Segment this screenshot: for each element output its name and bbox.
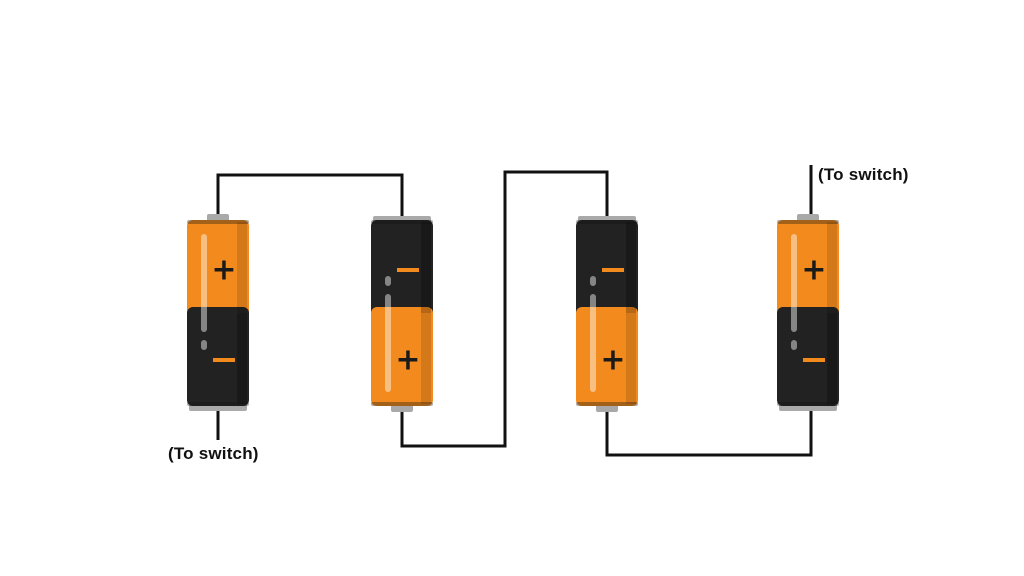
battery-bottom-half: [371, 307, 433, 406]
positive-symbol: +: [211, 253, 236, 288]
positive-symbol: +: [395, 343, 420, 378]
battery-shade-bottom: [626, 313, 636, 404]
battery-highlight-dot: [791, 340, 797, 350]
wires: [216, 165, 813, 457]
battery-top-half: [187, 220, 249, 319]
battery-shade-top: [626, 222, 636, 313]
battery-bottom-half: [576, 307, 638, 406]
wire-b1-to-b2: [216, 173, 404, 220]
negative-symbol: [602, 268, 624, 272]
battery-shade-top: [827, 222, 837, 313]
to-switch-label-right: (To switch): [818, 165, 909, 184]
battery-top-rim: [187, 220, 249, 224]
battery-4: +: [777, 214, 839, 411]
battery-highlight-dot: [201, 340, 207, 350]
battery-shade-bottom: [421, 313, 431, 404]
batteries: + + + +: [187, 214, 839, 412]
battery-seam: [777, 312, 839, 314]
to-switch-label-left: (To switch): [168, 444, 259, 463]
wire-b2-to-b3: [400, 170, 609, 448]
battery-highlight-dot: [590, 276, 596, 286]
battery-highlight-dot: [385, 276, 391, 286]
battery-1: +: [187, 214, 249, 411]
battery-seam: [576, 312, 638, 314]
battery-bottom-rim: [777, 402, 839, 406]
battery-highlight: [791, 234, 797, 332]
positive-symbol: +: [801, 253, 826, 288]
battery-shade-top: [421, 222, 431, 313]
battery-top-rim: [777, 220, 839, 224]
battery-seam: [371, 312, 433, 314]
wire-b3-to-b4: [605, 405, 813, 457]
battery-top-rim: [371, 220, 433, 224]
battery-highlight: [385, 294, 391, 392]
battery-seam: [187, 312, 249, 314]
battery-bottom-rim: [371, 402, 433, 406]
battery-top-rim: [576, 220, 638, 224]
battery-shade-bottom: [237, 313, 247, 404]
battery-bottom-half: [777, 307, 839, 406]
battery-top-half: [777, 220, 839, 319]
negative-symbol: [397, 268, 419, 272]
positive-symbol: +: [600, 343, 625, 378]
battery-shade-top: [237, 222, 247, 313]
negative-symbol: [213, 358, 235, 362]
negative-symbol: [803, 358, 825, 362]
battery-2: +: [371, 216, 433, 412]
battery-bottom-rim: [576, 402, 638, 406]
battery-highlight: [590, 294, 596, 392]
battery-highlight: [201, 234, 207, 332]
battery-shade-bottom: [827, 313, 837, 404]
battery-bottom-half: [187, 307, 249, 406]
battery-3: +: [576, 216, 638, 412]
battery-bottom-rim: [187, 402, 249, 406]
